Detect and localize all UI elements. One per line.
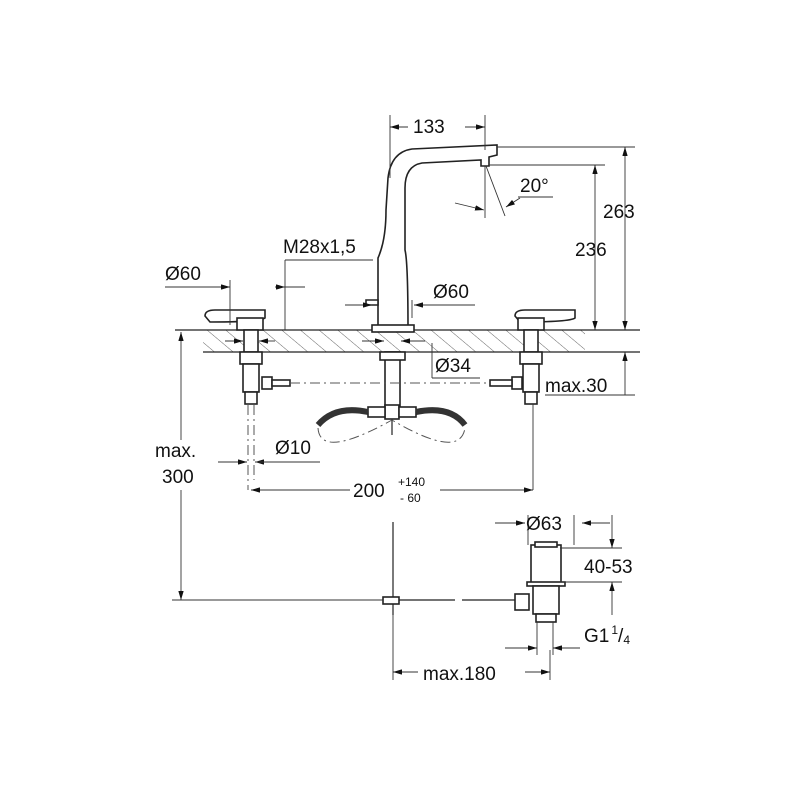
total-height-label: 263: [603, 202, 635, 223]
right-valve: [489, 309, 576, 490]
supply-diameter-label: Ø10: [275, 438, 311, 459]
deck-thickness-label: max.30: [545, 376, 607, 397]
thread-label: M28x1,5: [283, 237, 356, 258]
centers-tolerance-minus: - 60: [400, 491, 421, 505]
centers-tolerance-plus: +140: [398, 475, 425, 489]
connection-hoses: [290, 382, 490, 443]
left-valve: [204, 309, 291, 490]
outlet-height-label: 236: [575, 240, 607, 261]
spout-reach-label: 133: [413, 117, 445, 138]
hole-diameter-label: Ø34: [435, 356, 471, 377]
max-depth-label-1: max.: [155, 441, 196, 462]
drain-diameter-label: Ø63: [526, 514, 562, 535]
handle-diameter-label: Ø60: [165, 264, 201, 285]
drain-height-label: 40-53: [584, 557, 633, 578]
centers-label: 200: [353, 481, 385, 502]
max-depth-label-2: 300: [162, 467, 194, 488]
pop-up-drain: [382, 522, 566, 655]
dimension-lines: [165, 115, 635, 680]
rod-length-label: max.180: [423, 664, 496, 685]
spout-angle-label: 20°: [520, 176, 549, 197]
spout-base-diameter-label: Ø60: [433, 282, 469, 303]
spout: [365, 144, 498, 435]
